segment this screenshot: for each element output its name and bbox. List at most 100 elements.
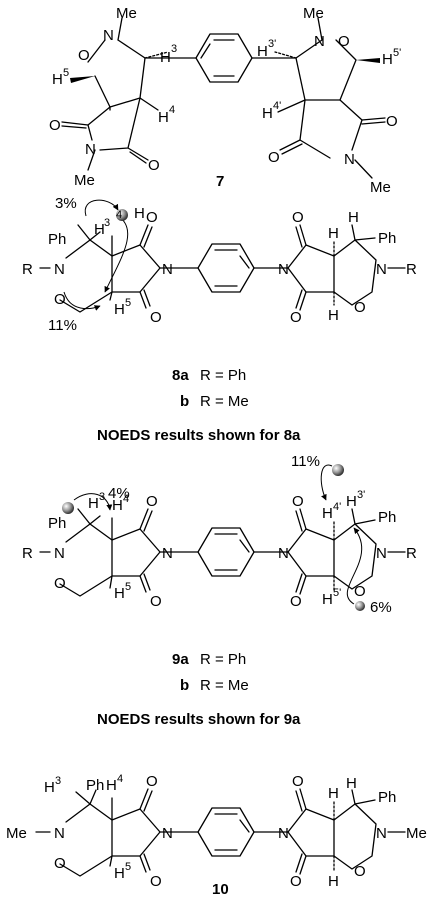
atom-n: N [376,261,387,278]
atom-o: O [268,149,280,166]
noe-6pct: 6% [370,599,392,616]
atom-o: O [78,47,90,64]
atom-n: N [314,33,325,50]
atom-o: O [146,209,158,226]
noe-3pct: 3% [55,195,77,212]
compound-7-text: O N Me H 5 H 3 H 4 O N O Me Me N O H 3' … [49,5,401,196]
atom-o: O [54,575,66,592]
compound-8-structure [39,224,406,313]
compound-8b-label: b [180,393,189,410]
compound-8a-label: 8a [172,367,189,384]
h4p-num: 4' [273,100,281,112]
atom-n: N [376,545,387,562]
h4p-num: 4' [333,501,341,513]
h3: H [94,221,105,238]
atom-n: N [278,825,289,842]
atom-n: N [54,545,65,562]
atom-me: Me [116,5,137,22]
compound-10-text: H 3 Ph H 4 Me N O H 5 O O N N O O H H H … [6,773,427,898]
atom-ph: Ph [86,777,104,794]
h4-num: 4 [123,493,129,505]
h5p-num: 5' [393,47,401,59]
h3p: H [346,493,357,510]
atom-n: N [103,27,114,44]
compound-10-structure [35,788,406,877]
h4-num: 4 [117,773,123,785]
atom-o: O [54,291,66,308]
h5-num: 5 [125,861,131,873]
h3p: H [257,43,268,60]
atom-me: Me [406,825,427,842]
atom-n: N [376,825,387,842]
atom-h: H [328,873,339,890]
h5-num: 5 [125,297,131,309]
atom-n: N [85,141,96,158]
compound-9a-formula: R = Ph [200,651,246,668]
compound-8-caption: NOEDS results shown for 8a [97,427,301,444]
compound-7-structure [61,17,386,179]
atom-o: O [354,863,366,880]
atom-n: N [54,825,65,842]
h5p-num: 5' [333,587,341,599]
atom-o: O [338,33,350,50]
h4: H [106,777,117,794]
h5-num: 5 [125,581,131,593]
atom-n: N [162,545,173,562]
h3p-num: 3' [357,489,365,501]
h4-num: 4 [116,209,122,221]
atom-h: H [328,225,339,242]
atom-h: H [328,307,339,324]
atom-ph: Ph [48,515,66,532]
compound-8b-formula: R = Me [200,393,249,410]
atom-h: H [328,785,339,802]
atom-o: O [148,157,160,174]
atom-h: H [348,209,359,226]
noe-11pct: 11% [48,317,77,334]
atom-r: R [406,261,417,278]
atom-o: O [354,583,366,600]
h3: H [160,49,171,66]
h3-num: 3 [171,43,177,55]
compound-10-label: 10 [212,881,229,898]
atom-n: N [278,545,289,562]
h4p: H [322,505,333,522]
noe-4pct: 4% [108,485,130,502]
h3: H [44,779,55,796]
atom-me: Me [6,825,27,842]
atom-n: N [162,261,173,278]
h5: H [114,301,125,318]
compound-9a-label: 9a [172,651,189,668]
atom-h: H [346,775,357,792]
atom-o: O [54,855,66,872]
h3: H [88,495,99,512]
atom-n: N [344,151,355,168]
h3-num: 3 [99,491,105,503]
atom-r: R [22,261,33,278]
compound-8-text: 3% 11% Ph R H 3 H 4 N O H 5 O O N N O O … [22,195,417,444]
compound-9-caption: NOEDS results shown for 9a [97,711,301,728]
atom-o: O [290,593,302,610]
compound-8a-formula: R = Ph [200,367,246,384]
h5: H [114,865,125,882]
h5-num: 5 [63,67,69,79]
atom-n: N [278,261,289,278]
h5: H [52,71,63,88]
atom-o: O [292,773,304,790]
atom-me: Me [370,179,391,196]
h5: H [114,585,125,602]
h4: H [134,205,145,222]
h4: H [158,109,169,126]
atom-o: O [292,493,304,510]
compound-9b-formula: R = Me [200,677,249,694]
atom-n: N [162,825,173,842]
h3-num: 3 [104,217,110,229]
compound-8-noe-arrows [63,199,129,311]
atom-o: O [150,309,162,326]
atom-o: O [292,209,304,226]
atom-ph: Ph [48,231,66,248]
h3-num: 3 [55,775,61,787]
compound-9-text: 4% 11% 6% Ph R H 3 H 4 N O H 5 O O N N O… [22,453,417,728]
h4p: H [262,105,273,122]
atom-o: O [354,299,366,316]
